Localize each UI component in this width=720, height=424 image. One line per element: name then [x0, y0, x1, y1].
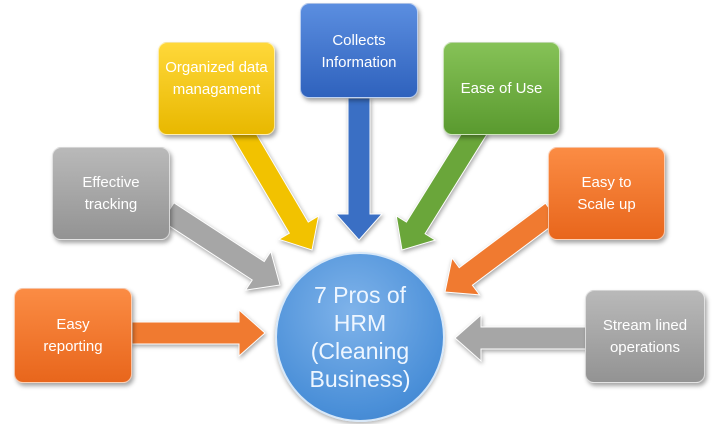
arrow-5: [131, 308, 266, 358]
box-label: Collects Information: [321, 32, 397, 71]
arrow-6: [454, 313, 587, 363]
arrow-0: [334, 97, 384, 241]
box-label: Easy to Scale up: [577, 173, 636, 213]
arrow-2: [395, 121, 489, 251]
center-line: 7 Pros of: [313, 282, 407, 308]
box-collects-information: Collects Information: [300, 3, 418, 98]
box-stream-lined: Stream lined operations: [585, 290, 705, 383]
box-label: Organized data managament: [165, 59, 268, 98]
arrow-4: [444, 202, 560, 296]
box-label: Effective tracking: [82, 173, 140, 213]
box-ease-of-use: Ease of Use: [443, 42, 560, 135]
center-line: (Cleaning: [310, 338, 410, 364]
box-label: Easy reporting: [43, 315, 103, 355]
arrow-1: [229, 121, 320, 251]
center-circle: 7 Pros of HRM (Cleaning Business): [275, 252, 445, 422]
center-line: HRM: [333, 310, 387, 336]
box-easy-reporting: Easy reporting: [14, 288, 132, 383]
box-effective-tracking: Effective tracking: [52, 147, 170, 240]
box-organized-data: Organized data managament: [158, 42, 275, 135]
arrow-3: [161, 202, 281, 291]
box-label: Ease of Use: [460, 79, 543, 97]
box-easy-to-scale: Easy to Scale up: [548, 147, 665, 240]
center-line: Business): [309, 366, 411, 392]
box-label: Stream lined operations: [602, 316, 688, 356]
